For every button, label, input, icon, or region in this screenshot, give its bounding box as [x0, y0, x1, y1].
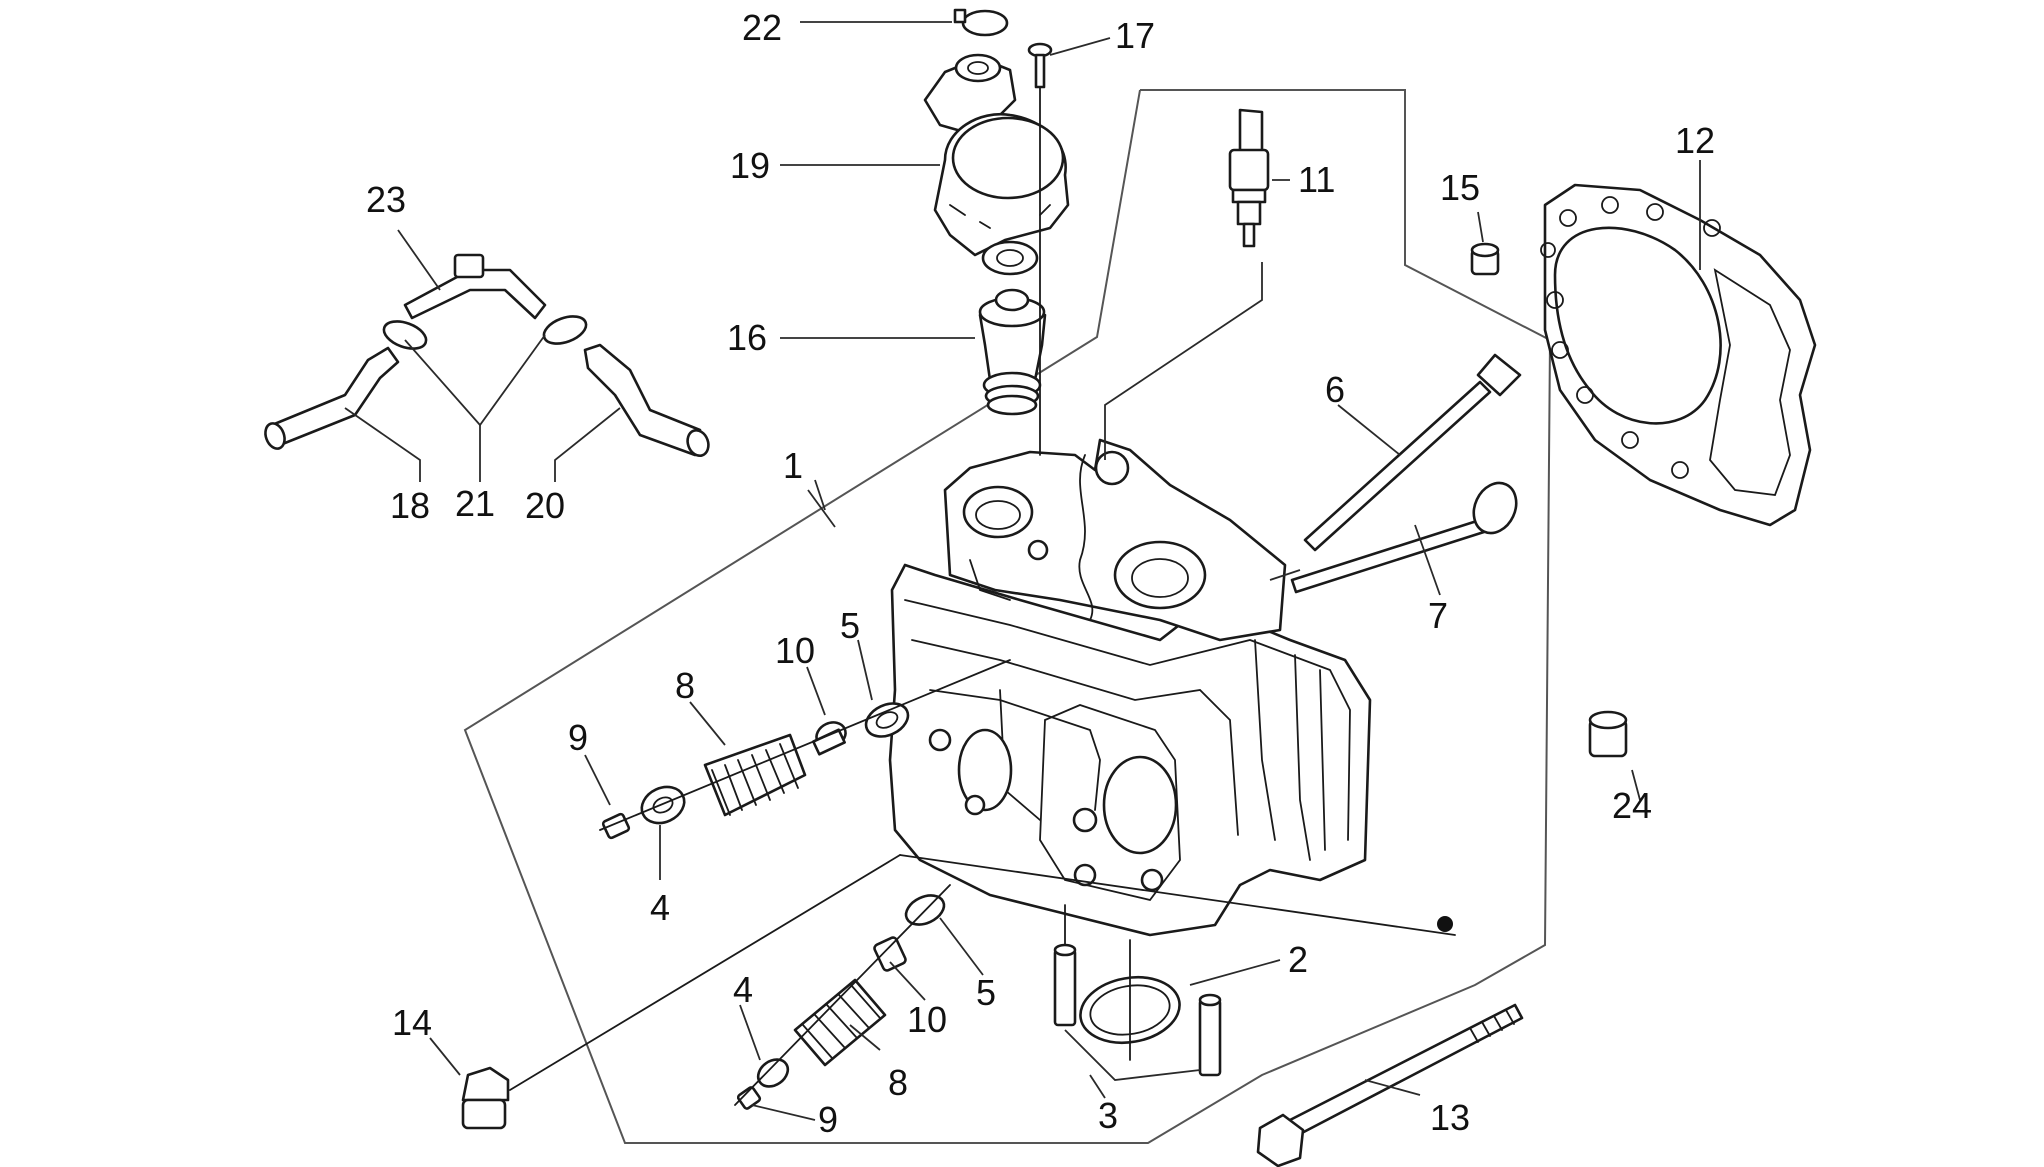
- dowel-pin-right: [1198, 993, 1222, 1077]
- drain-plug: [461, 1066, 510, 1130]
- dowel-pin-24: [1588, 710, 1628, 758]
- valve-spring-lower: [793, 978, 887, 1067]
- callout-5a: 5: [840, 605, 860, 646]
- valve-cap-lower: [873, 936, 907, 972]
- hose-clamp-right: [542, 315, 588, 345]
- spring-retainer-lower: [756, 1058, 790, 1088]
- callout-23: 23: [366, 179, 406, 220]
- intake-valve: [1303, 353, 1522, 552]
- callout-4a: 4: [650, 887, 670, 928]
- stud-bolt: [1256, 1003, 1524, 1167]
- cylinder-head: [888, 438, 1372, 937]
- housing-bolt: [1027, 42, 1053, 89]
- callout-3: 3: [1098, 1095, 1118, 1136]
- dowel-pin-left: [1053, 943, 1077, 1027]
- reference-dot: [1437, 916, 1453, 932]
- callout-1: 1: [783, 445, 803, 486]
- valve-cap-upper: [812, 721, 847, 756]
- callout-8a: 8: [675, 665, 695, 706]
- callout-9b: 9: [818, 1099, 838, 1140]
- thermostat-housing: [923, 53, 1070, 276]
- hose-right: [583, 343, 710, 457]
- leader-lines: [344, 21, 1701, 1121]
- callout-19: 19: [730, 145, 770, 186]
- callout-5b: 5: [976, 972, 996, 1013]
- callout-10a: 10: [775, 630, 815, 671]
- callout-20: 20: [525, 485, 565, 526]
- hose-clamp-left: [382, 320, 428, 350]
- callout-14: 14: [392, 1002, 432, 1043]
- callout-6: 6: [1325, 369, 1345, 410]
- callout-22: 22: [742, 7, 782, 48]
- breather-fitting: [403, 253, 547, 320]
- callout-8b: 8: [888, 1062, 908, 1103]
- cylinder-head-assembly-frame: [463, 89, 1552, 1144]
- dowel-pin-15: [1470, 242, 1500, 276]
- exhaust-valve: [1290, 481, 1518, 594]
- callout-21: 21: [455, 483, 495, 524]
- callout-15: 15: [1440, 167, 1480, 208]
- cylinder-head-gasket: [1540, 183, 1817, 527]
- valve-spring-upper: [703, 733, 807, 817]
- callout-18: 18: [390, 485, 430, 526]
- valve-seal-upper: [864, 702, 910, 738]
- spring-retainer-upper: [640, 785, 686, 825]
- callout-11: 11: [1298, 159, 1335, 200]
- temperature-sensor: [1228, 108, 1270, 248]
- callout-13: 13: [1430, 1097, 1470, 1138]
- callout-4b: 4: [733, 969, 753, 1010]
- callout-17: 17: [1115, 15, 1155, 56]
- callout-9a: 9: [568, 717, 588, 758]
- callout-2: 2: [1288, 939, 1308, 980]
- callout-10b: 10: [907, 999, 947, 1040]
- thermostat: [978, 288, 1047, 416]
- callout-7: 7: [1428, 595, 1448, 636]
- valve-cotter-upper: [601, 812, 631, 840]
- callout-12: 12: [1675, 120, 1715, 161]
- callout-labels: 1 2 3 4 4 5 5 6 7 8 8 9 9 10 10 11 12 13…: [366, 7, 1715, 1140]
- hose-left: [264, 346, 400, 450]
- callout-16: 16: [727, 317, 767, 358]
- callout-24: 24: [1612, 785, 1652, 826]
- hose-clamp-top: [953, 8, 1009, 37]
